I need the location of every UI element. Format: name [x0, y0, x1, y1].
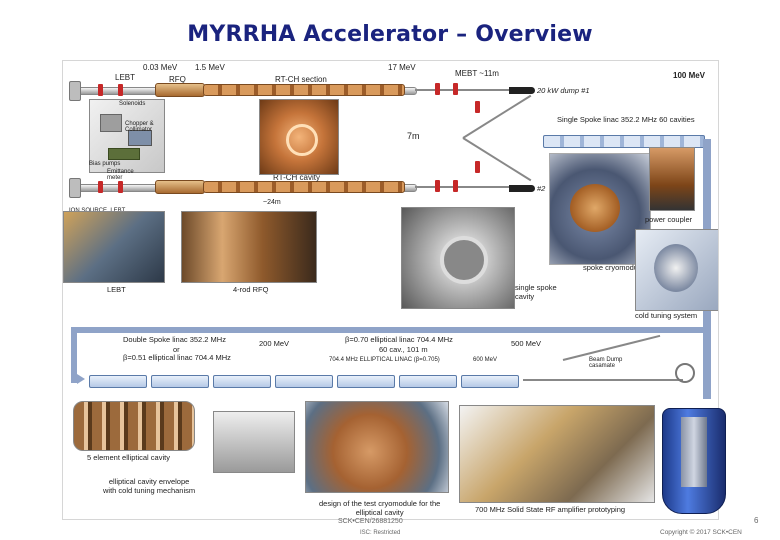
- single-spoke-cavity-photo: [401, 207, 515, 309]
- hebt-bend: [675, 363, 695, 383]
- quadrupole: [118, 181, 123, 193]
- linac-module: [151, 375, 209, 388]
- slide-title: MYRRHA Accelerator – Overview: [0, 22, 780, 47]
- rtch-cavity-photo: [259, 99, 339, 175]
- lebt-label: LEBT: [115, 73, 135, 82]
- copyright: Copyright © 2017 SCK•CEN: [660, 529, 742, 536]
- five-cell-cavity-photo: [73, 401, 195, 451]
- energy-500-label: 500 MeV: [511, 339, 541, 348]
- beta051-label: β=0.51 elliptical linac 704.4 MHz: [123, 353, 231, 362]
- single-spoke-cavity-label: single spoke cavity: [515, 283, 557, 301]
- beam-dump-2: [509, 185, 535, 192]
- power-coupler-label: power coupler: [645, 215, 692, 224]
- energy-100-label: 100 MeV: [673, 71, 705, 80]
- mebt-label: MEBT ~11m: [455, 69, 499, 78]
- beam-dump-casamate-label: Beam Dump casamate: [589, 357, 622, 369]
- rtch-section-label: RT-CH section: [275, 75, 327, 84]
- reactor-core: [681, 417, 707, 487]
- cryomodule-design-label: design of the test cryomodule for the el…: [319, 499, 440, 517]
- test-cryomodule-render: [305, 401, 449, 493]
- footer-restriction: ISC: Restricted: [360, 530, 400, 536]
- mebt-quadrupole: [453, 180, 458, 192]
- bias-pumps-label: Bias pumps: [89, 161, 120, 167]
- rtch-cavities-1: [203, 84, 405, 96]
- beta070-label: β=0.70 elliptical linac 704.4 MHz: [345, 335, 453, 344]
- quadrupole: [118, 84, 123, 96]
- envelope-label: elliptical cavity envelope with cold tun…: [103, 477, 195, 495]
- accelerator-diagram: 0.03 MeV 1.5 MeV 17 MeV LEBT RFQ RT-CH s…: [62, 60, 719, 520]
- connector-arrow: [77, 374, 85, 384]
- rf-amplifier-photo: [459, 405, 655, 503]
- energy-200-label: 200 MeV: [259, 339, 289, 348]
- rfq-photo-label: 4-rod RFQ: [233, 285, 268, 294]
- rfq-tank-1: [155, 83, 205, 97]
- beam-dump-1: [509, 87, 535, 94]
- energy-start-label: 0.03 MeV: [143, 63, 177, 72]
- elliptical-caption-label: 704.4 MHz ELLIPTICAL LINAC (β=0.705): [329, 357, 440, 363]
- lebt-photo-label: LEBT: [107, 285, 126, 294]
- lebt-photo: [63, 211, 165, 283]
- reactor-vessel-render: [662, 408, 726, 514]
- linac-module: [399, 375, 457, 388]
- mebt-quadrupole: [475, 101, 480, 113]
- solenoid-block: [100, 114, 122, 132]
- linac-module: [89, 375, 147, 388]
- cold-tuning-label: cold tuning system: [635, 311, 697, 320]
- linac-module: [337, 375, 395, 388]
- mebt-merge-upper: [462, 137, 531, 181]
- mebt-quadrupole: [453, 83, 458, 95]
- spoke-cavity-core: [570, 184, 620, 232]
- chopper-label: Chopper & Collimator: [125, 121, 154, 133]
- solenoid-label: Solenoids: [119, 101, 145, 107]
- dump1-label: 20 kW dump #1: [537, 86, 590, 95]
- amplifier-label: 700 MHz Solid State RF amplifier prototy…: [475, 505, 625, 514]
- mebt-quadrupole: [435, 180, 440, 192]
- rtch-cavities-2: [203, 181, 405, 193]
- mebt-quadrupole: [435, 83, 440, 95]
- double-spoke-label: Double Spoke linac 352.2 MHz: [123, 335, 226, 344]
- rfq-photo: [181, 211, 317, 283]
- mebt-merge-lower: [462, 95, 531, 139]
- cavity-aperture: [286, 124, 318, 156]
- page-number: 6: [754, 516, 758, 525]
- connector-horizontal-top: [71, 327, 711, 333]
- length-7m-label: 7m: [407, 131, 420, 141]
- power-coupler-photo: [649, 147, 695, 211]
- energy-600-label: 600 MeV: [473, 357, 497, 363]
- linac-module: [275, 375, 333, 388]
- ion-source-1: [69, 81, 81, 101]
- mebt-quadrupole: [475, 161, 480, 173]
- spoke-cavity-port: [440, 236, 488, 284]
- mebt-line-upper: [415, 89, 511, 91]
- cavity-envelope-photo: [213, 411, 295, 473]
- footer-doc-id: SCK•CEN/26881250: [338, 518, 403, 525]
- spoke-linac-label: Single Spoke linac 352.2 MHz 60 cavities: [557, 115, 695, 124]
- rfq-tank-2: [155, 180, 205, 194]
- emittance-label: Emittance meter: [107, 169, 134, 181]
- energy-rtch-label: 17 MeV: [388, 63, 416, 72]
- tuner-ring: [654, 244, 698, 292]
- cavity-count-label: 60 cav., 101 m: [379, 345, 428, 354]
- ion-source-2: [69, 178, 81, 198]
- energy-rfq-label: 1.5 MeV: [195, 63, 225, 72]
- length-24m-label: ~24m: [263, 199, 281, 206]
- mebt-line-lower: [415, 186, 511, 188]
- dump2-label: #2: [537, 184, 545, 193]
- linac-module: [213, 375, 271, 388]
- pump-block: [108, 148, 140, 160]
- hebt-line: [523, 379, 683, 381]
- cold-tuning-photo: [635, 229, 719, 311]
- quadrupole: [98, 84, 103, 96]
- five-cell-label: 5 element elliptical cavity: [87, 453, 170, 462]
- linac-module: [461, 375, 519, 388]
- quadrupole: [98, 181, 103, 193]
